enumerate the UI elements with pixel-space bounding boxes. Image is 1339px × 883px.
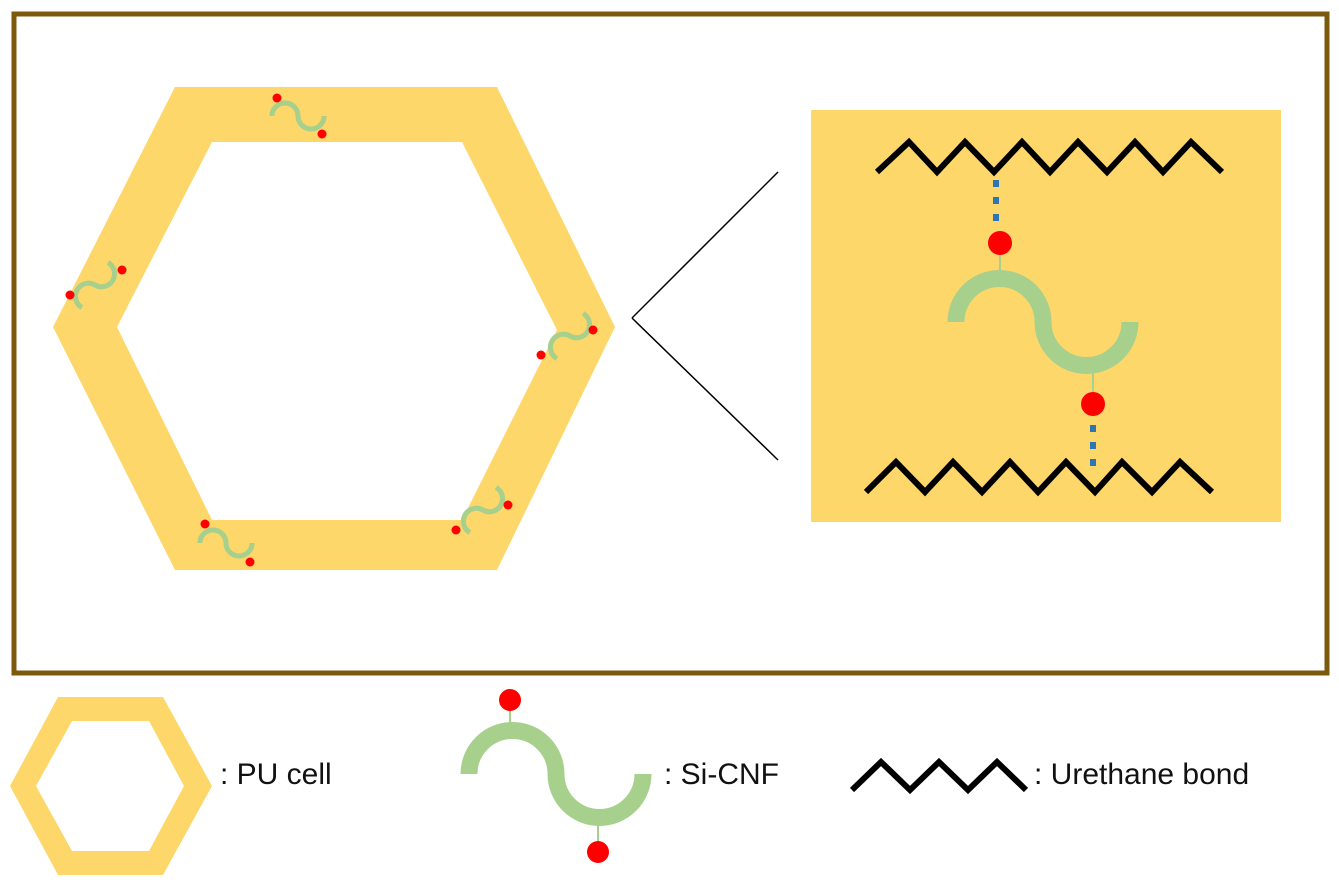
small-si-cnf-bottom-right (451, 481, 513, 539)
small-si-cnf-left (65, 256, 127, 314)
small-si-cnf-top (272, 93, 327, 139)
legend-si-cnf-icon (469, 689, 643, 863)
small-si-cnf-bottom (200, 519, 255, 567)
legend-urethane-icon (849, 757, 1029, 795)
zoom-inset (811, 110, 1281, 522)
small-si-cnf-right (536, 307, 598, 365)
legend-pu-cell-icon (10, 697, 212, 875)
legend-si-cnf-label: : Si-CNF (664, 758, 779, 791)
zoom-lines (631, 171, 779, 461)
urethane-chain-top (874, 137, 1225, 177)
urethane-chain-bottom (863, 457, 1215, 497)
legend-urethane-label: : Urethane bond (1034, 758, 1250, 791)
legend-pu-cell-label: : PU cell (220, 758, 332, 791)
